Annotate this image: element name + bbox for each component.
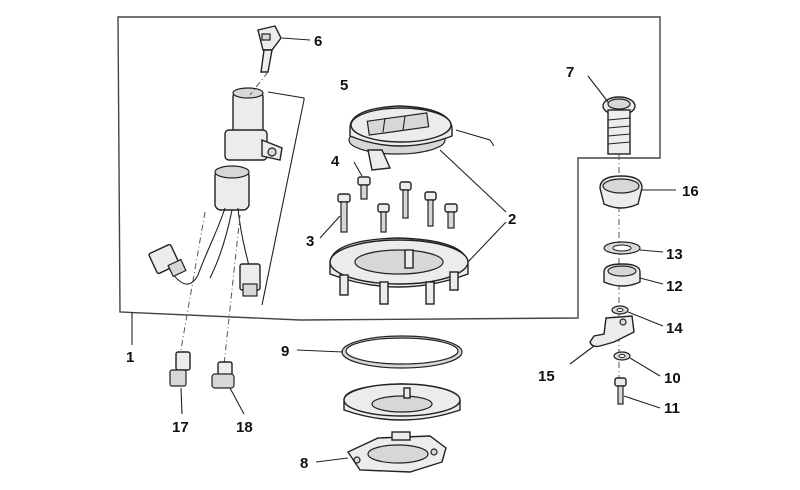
label-3: 3 [306, 233, 314, 250]
nut-12-part [603, 263, 641, 287]
wire-harness-c [209, 209, 233, 279]
washer-10-part [613, 351, 631, 361]
label-11: 11 [664, 400, 680, 417]
bolt-18-part [211, 361, 235, 389]
label-13: 13 [666, 246, 683, 263]
label-1: 1 [126, 349, 134, 366]
screw-3 [337, 193, 351, 233]
connector-right [239, 263, 261, 297]
lower-seal-group [341, 335, 463, 473]
label-18: 18 [236, 419, 253, 436]
o-ring-part [341, 335, 463, 369]
label-10: 10 [664, 370, 681, 387]
lock-cylinder-part [214, 87, 283, 211]
centerline-18 [223, 214, 241, 366]
ignition-switch-assembly [148, 25, 305, 366]
wire-harness [169, 207, 226, 285]
label-2: 2 [508, 211, 516, 228]
label-16: 16 [682, 183, 699, 200]
screw-4 [357, 176, 371, 200]
filler-cap-part [348, 105, 495, 171]
label-17: 17 [172, 419, 189, 436]
label-14: 14 [666, 320, 683, 337]
label-15: 15 [538, 368, 555, 385]
leader-lines [131, 37, 676, 463]
drain-assembly [589, 96, 643, 405]
centerline-17 [179, 211, 206, 356]
label-12: 12 [666, 278, 683, 295]
screw-11-part [614, 377, 627, 405]
screw-c [424, 191, 437, 227]
filler-cap-assembly [329, 105, 495, 305]
centerline-key [249, 71, 269, 96]
key-part [257, 25, 282, 73]
label-5: 5 [340, 77, 348, 94]
label-6: 6 [314, 33, 322, 50]
part-labels: 1 2 3 4 5 6 7 8 9 10 11 12 13 14 15 16 1… [126, 33, 699, 472]
connector-left [148, 243, 187, 278]
bolt-7-part [602, 96, 636, 155]
assembly-frame [117, 16, 661, 321]
bolt-17-part [169, 351, 191, 387]
flange-plate-part [346, 431, 447, 473]
label-4: 4 [331, 153, 340, 170]
label-7: 7 [566, 64, 574, 81]
cap-16-part [599, 175, 643, 209]
screw-b [399, 181, 412, 219]
seal-ring-part [343, 383, 461, 421]
label-8: 8 [300, 455, 308, 472]
washer-14-part [611, 305, 629, 315]
screw-a [377, 203, 390, 233]
washer-13-part [603, 241, 641, 255]
screw-d [444, 203, 458, 229]
clamp-15-part [589, 315, 635, 348]
label-9: 9 [281, 343, 289, 360]
mounting-ring-part [329, 237, 469, 305]
group-bracket-5 [261, 91, 305, 306]
